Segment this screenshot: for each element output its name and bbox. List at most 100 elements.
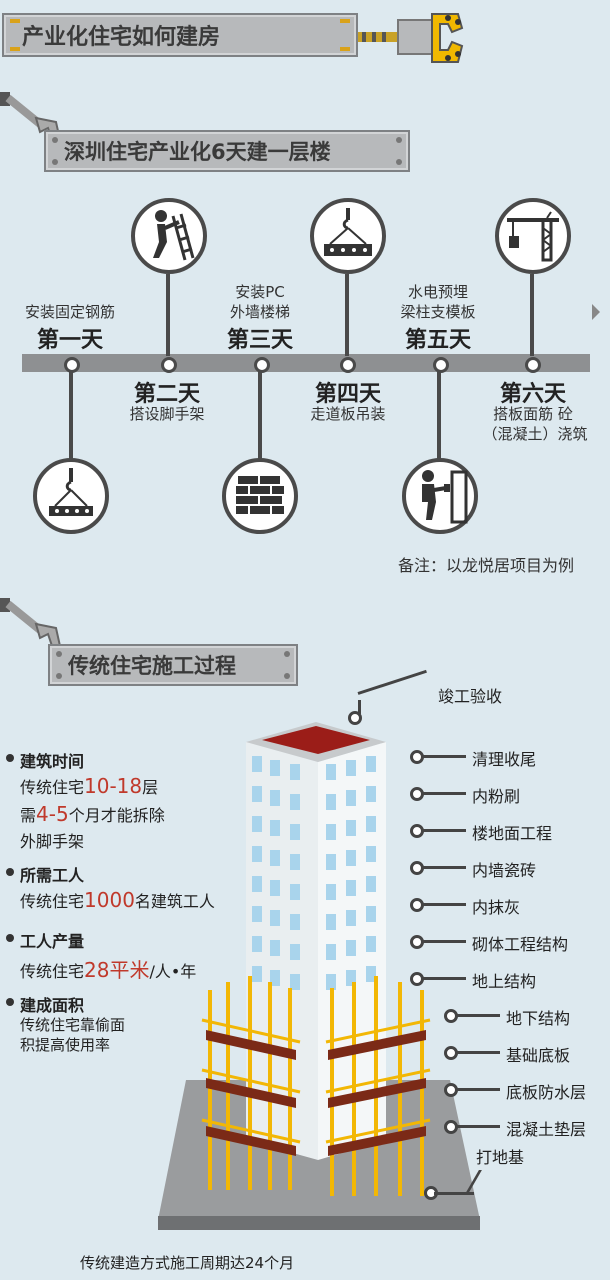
bolt-icon: [10, 47, 20, 51]
timeline-stem: [530, 274, 534, 356]
crane-hook-panel-icon: [49, 468, 93, 516]
fact-heading-time: 建筑时间: [20, 752, 85, 771]
fact-workers-line: 传统住宅1000名建筑工人: [20, 888, 215, 912]
stage-label: 内抹灰: [472, 898, 521, 917]
stage-connector: [357, 669, 427, 695]
fact-heading-output: 工人产量: [20, 932, 85, 951]
stage-label: 内墙瓷砖: [472, 861, 537, 880]
bolt-icon: [340, 19, 350, 23]
timeline-node: [525, 357, 541, 373]
worker-drill-icon: [422, 470, 468, 524]
brick-wall-icon: [236, 476, 284, 514]
stage-label: 砌体工程结构: [472, 935, 569, 954]
bolt-icon: [340, 47, 350, 51]
day-title: 第四天: [314, 382, 381, 407]
bolt-icon: [10, 19, 20, 23]
stage-connector: [422, 866, 466, 869]
fact-time-line2: 需4-5个月才能拆除: [20, 802, 165, 826]
bolt-icon: [284, 673, 290, 679]
text: 传统住宅: [20, 892, 85, 911]
highlight-value: 10-18: [84, 774, 143, 798]
day5-icon-circle: [402, 458, 478, 534]
timeline-stem: [345, 274, 349, 356]
bolt-icon: [56, 673, 62, 679]
stage-connector: [422, 977, 466, 980]
stage-label: 清理收尾: [472, 750, 537, 769]
robot-claw-icon: [358, 13, 464, 63]
section1-title: 深圳住宅产业化6天建一层楼: [64, 140, 331, 164]
highlight-value: 28平米: [84, 958, 150, 982]
section2-title: 传统住宅施工过程: [68, 654, 236, 678]
day-desc: 水电预埋: [407, 283, 468, 301]
day-desc: 梁柱支模板: [400, 303, 476, 321]
timeline-node: [433, 357, 449, 373]
fact-time-line3: 外脚手架: [20, 832, 85, 851]
day-desc: （混凝土）浇筑: [482, 425, 588, 443]
stage-connector: [434, 1192, 474, 1195]
text: 个月才能拆除: [68, 806, 165, 825]
day1-icon-circle: [33, 458, 109, 534]
bullet-dot: [6, 868, 14, 876]
day-desc: 安装PC: [235, 283, 285, 301]
timeline-node: [340, 357, 356, 373]
fact-area-line2: 积提高使用率: [20, 1036, 111, 1054]
worker-ladder-icon: [153, 210, 195, 261]
highlight-value: 4-5: [36, 802, 69, 826]
day2-icon-circle: [131, 198, 207, 274]
timeline-stem: [69, 370, 73, 462]
day-desc: 走道板吊装: [310, 405, 386, 423]
stage-connector: [422, 903, 466, 906]
fact-area-line1: 传统住宅靠偷面: [20, 1016, 126, 1034]
stage-connector: [422, 829, 466, 832]
day-title: 第三天: [226, 328, 293, 353]
day-title: 第二天: [133, 382, 200, 407]
stage-label: 底板防水层: [506, 1083, 587, 1102]
stage-connector: [456, 1014, 500, 1017]
section1-banner: 深圳住宅产业化6天建一层楼: [44, 130, 410, 172]
stage-label-top: 竣工验收: [438, 687, 503, 706]
timeline-stem: [437, 370, 441, 462]
note-text: 备注：以龙悦居项目为例: [398, 556, 575, 575]
stage-label: 地下结构: [506, 1009, 571, 1028]
header-title: 产业化住宅如何建房: [22, 25, 221, 50]
bullet-dot: [6, 754, 14, 762]
stage-label: 混凝土垫层: [506, 1120, 587, 1139]
timeline-node: [254, 357, 270, 373]
day3-icon-circle: [222, 458, 298, 534]
bullet-dot: [6, 998, 14, 1006]
stage-label: 内粉刷: [472, 787, 521, 806]
day4-icon-circle: [310, 198, 386, 274]
stage-label: 基础底板: [506, 1046, 571, 1065]
chevron-right-icon: [592, 304, 600, 320]
timeline-bar: [22, 354, 590, 372]
stage-connector: [456, 1088, 500, 1091]
timeline-stem: [166, 274, 170, 356]
text: 传统住宅: [20, 778, 85, 797]
stage-label-bottom: 打地基: [476, 1148, 525, 1167]
bolt-icon: [52, 159, 58, 165]
fact-time-line1: 传统住宅10-18层: [20, 774, 158, 798]
text: /人•年: [149, 962, 197, 981]
bullet-dot: [6, 934, 14, 942]
fact-heading-area: 建成面积: [20, 996, 85, 1015]
text: 名建筑工人: [134, 892, 215, 911]
stage-label: 楼地面工程: [472, 824, 553, 843]
highlight-value: 1000: [84, 888, 135, 912]
day-desc: 外墙楼梯: [229, 303, 290, 321]
stage-connector: [358, 700, 361, 714]
text: 需: [20, 806, 37, 825]
crane-hook-slab-icon: [324, 208, 372, 256]
stage-connector: [422, 792, 466, 795]
section2-banner: 传统住宅施工过程: [48, 644, 298, 686]
day-title: 第一天: [36, 328, 103, 353]
text: 层: [142, 778, 159, 797]
fact-heading-workers: 所需工人: [20, 866, 85, 885]
timeline-node: [161, 357, 177, 373]
day-title: 第五天: [404, 328, 471, 353]
footer-text: 传统建造方式施工周期达24个月: [80, 1254, 295, 1272]
stage-connector: [422, 755, 466, 758]
timeline-stem: [258, 370, 262, 462]
text: 传统住宅: [20, 962, 85, 981]
stage-connector: [456, 1051, 500, 1054]
bolt-icon: [396, 137, 402, 143]
